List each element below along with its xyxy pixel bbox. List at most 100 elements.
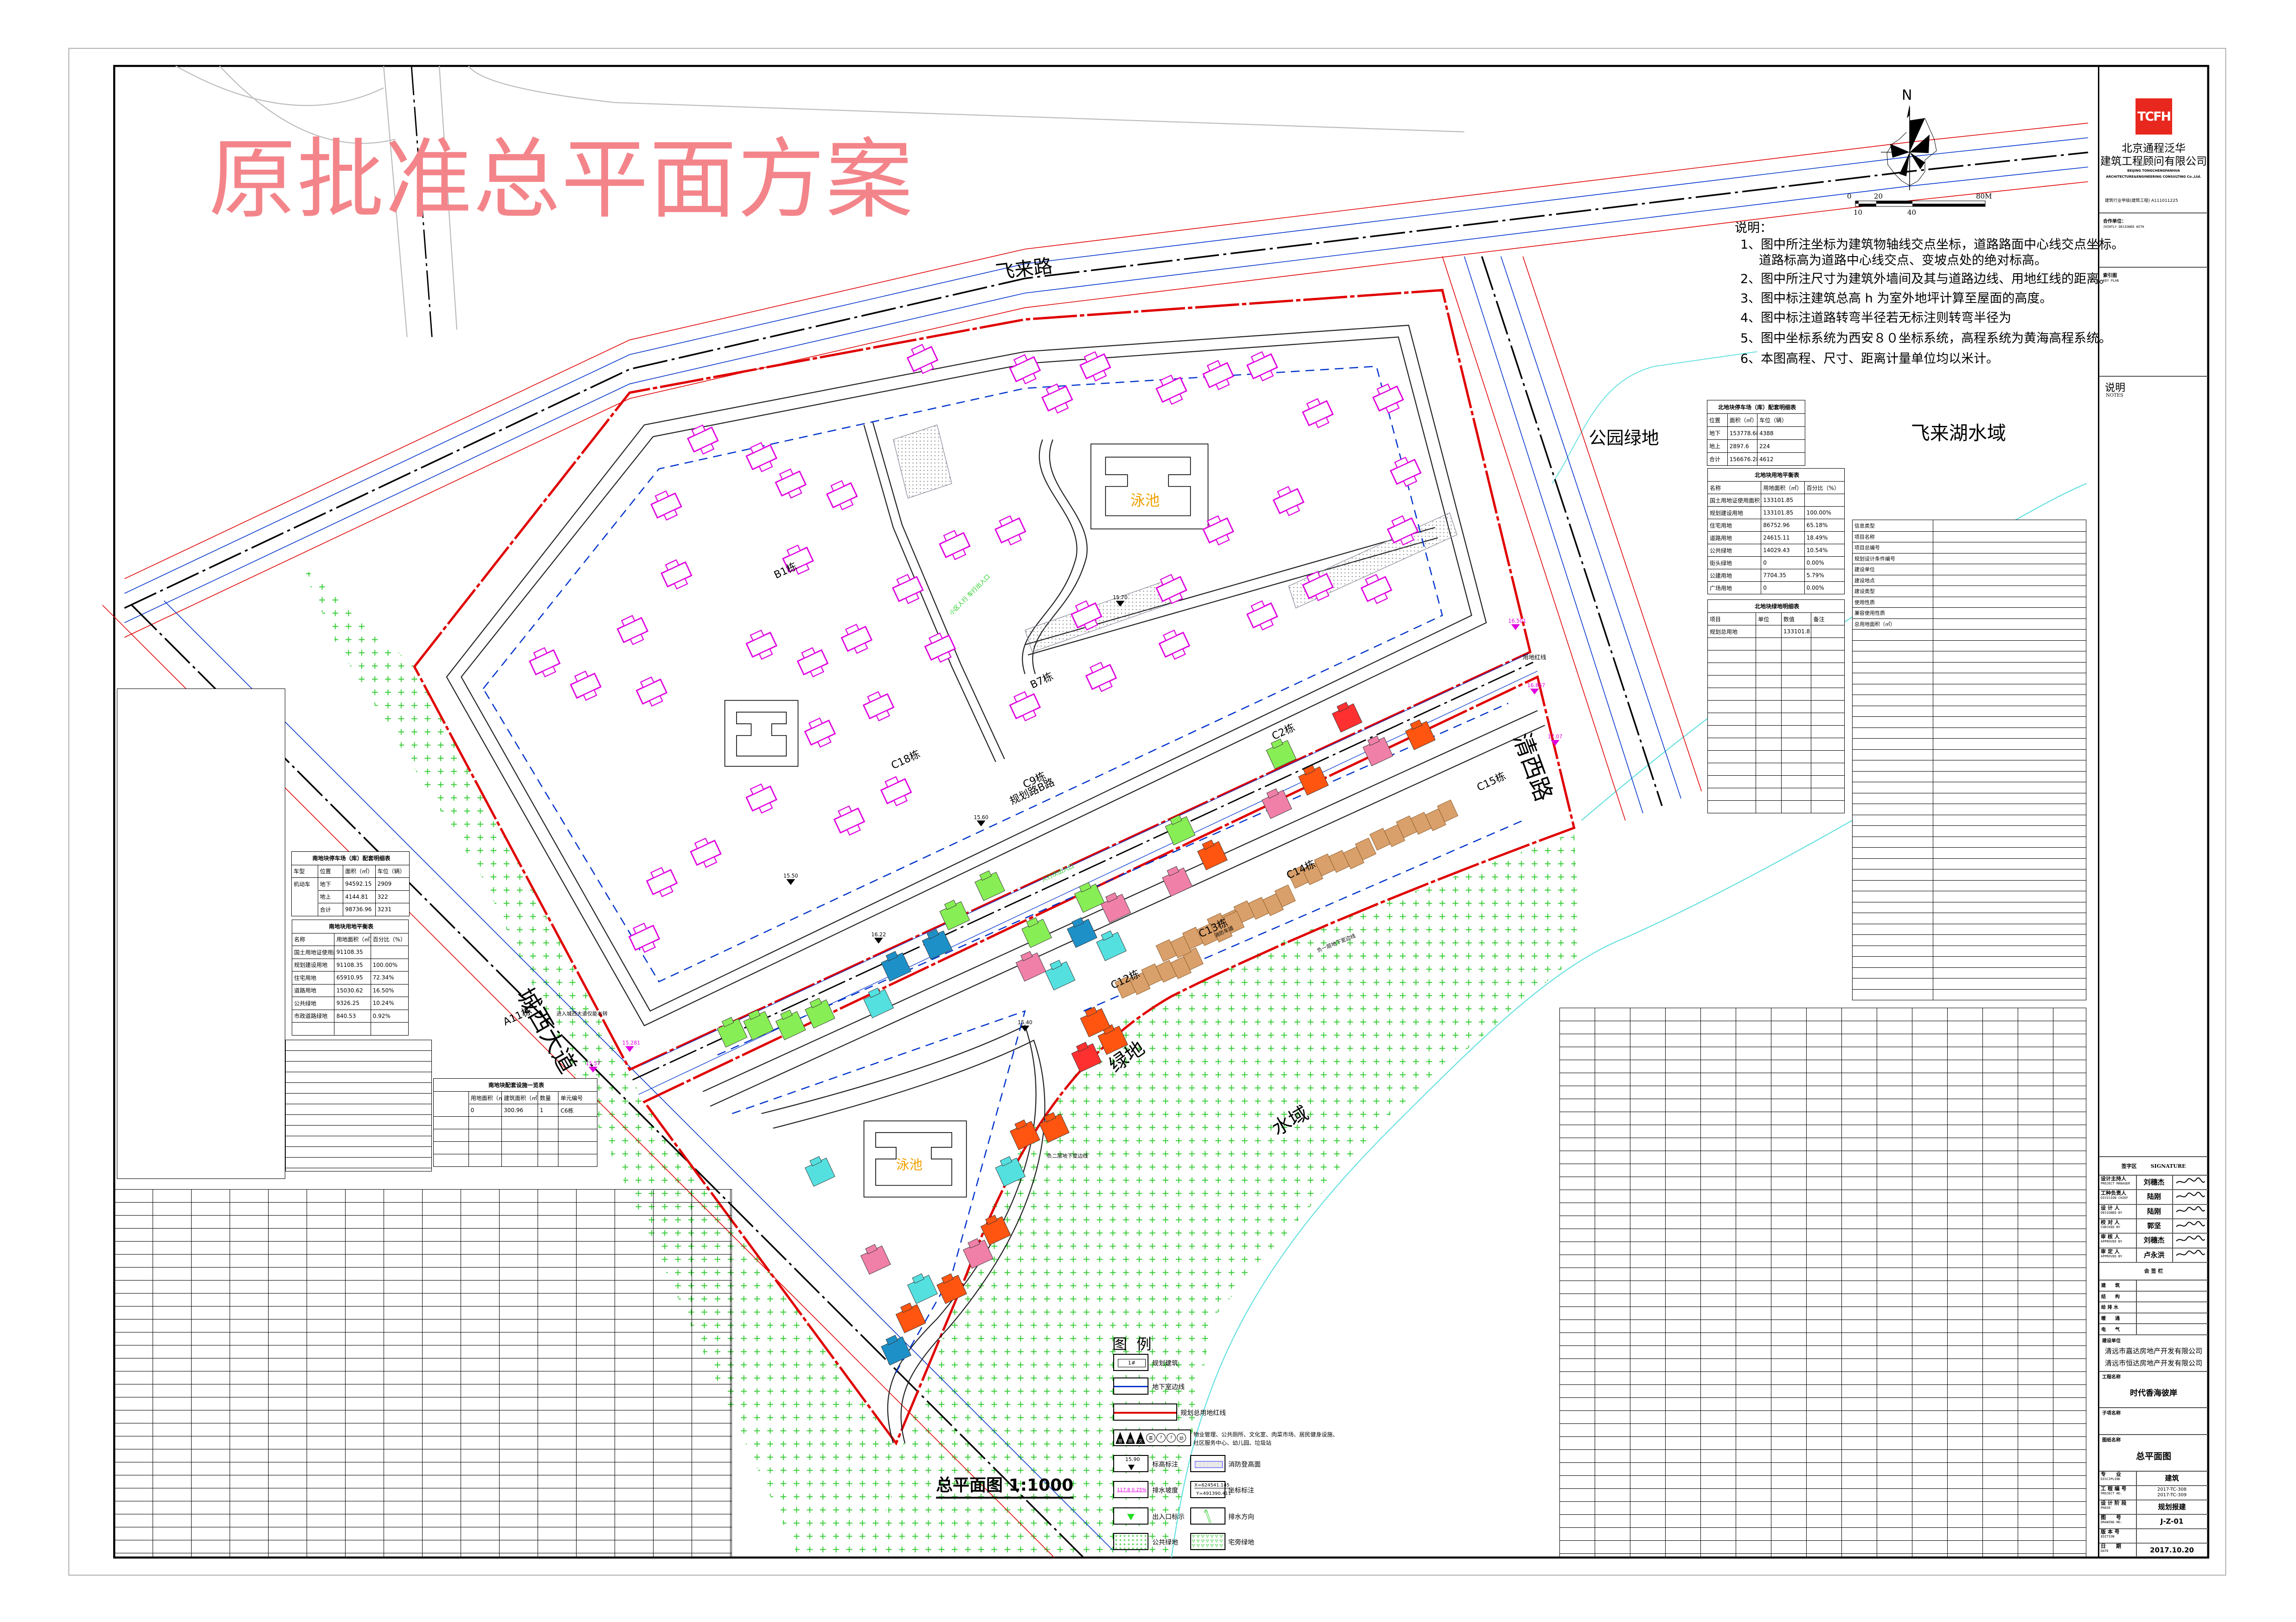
- table-cell: [1853, 934, 1934, 946]
- table-cell: [1804, 494, 1845, 506]
- table-cell: [1933, 989, 2086, 1000]
- table-cell: [434, 1116, 469, 1129]
- road-centerline-vertical: [410, 66, 433, 337]
- residential-tower: [804, 717, 836, 748]
- table-cell: 0: [1761, 581, 1805, 594]
- key-plan-label-en: KEY PLAN: [2103, 279, 2119, 283]
- residential-tower: [796, 647, 829, 678]
- residential-tower: [616, 615, 649, 645]
- residential-building: [1045, 959, 1076, 991]
- building-label: B1栋: [772, 560, 799, 581]
- divider: [2099, 1471, 2208, 1472]
- table-cell: [1756, 688, 1782, 700]
- table-cell: [1756, 788, 1782, 800]
- client-name: 清远市嘉达房地产开发有限公司: [2104, 1346, 2202, 1355]
- table-cell: [1933, 967, 2086, 978]
- scale-label: 20: [1874, 192, 1883, 200]
- divider: [2099, 1514, 2208, 1515]
- table-cell: [1708, 738, 1757, 750]
- building-label: B7栋: [1028, 670, 1055, 691]
- role-en: CHECKED BY: [2101, 1225, 2121, 1229]
- table-cell: 地下: [318, 877, 344, 890]
- residential-building: [1015, 951, 1046, 982]
- table-cell: 0.00%: [1804, 581, 1845, 594]
- table-cell: 兼容使用性质: [1853, 607, 1934, 618]
- table-header: 名称: [292, 933, 335, 946]
- table-cell: 2909: [375, 877, 410, 890]
- legend-entrance-swatch: [1113, 1507, 1148, 1525]
- facility-triangle-icon: 厕: [1126, 1432, 1135, 1444]
- signature-label-en: SIGNATURE: [2150, 1163, 2186, 1169]
- table-cell: [1853, 716, 1934, 727]
- table-cell: 住宅用地: [292, 971, 335, 984]
- north-indicator-table: [117, 689, 285, 1179]
- field-value: 规划报建: [2158, 1503, 2186, 1511]
- drawing-name: 总平面图: [2136, 1451, 2171, 1461]
- company-logo: TCFH: [2136, 98, 2172, 135]
- scale-label: 80M: [1976, 192, 1992, 200]
- table-row: [1708, 725, 1844, 738]
- key-plan-label: 索引图: [2103, 273, 2117, 278]
- legend-public-green-swatch: [1113, 1533, 1148, 1550]
- residential-building: [1097, 1024, 1129, 1055]
- table-title: 北地块绿地明细表: [1754, 603, 1799, 610]
- signature-label: 签字区: [2121, 1163, 2137, 1169]
- table-cell: 322: [375, 890, 410, 903]
- table-row: [1853, 978, 2086, 989]
- table-row: [1708, 675, 1844, 688]
- slope-sample: 117.8 0.25%: [1117, 1487, 1147, 1493]
- table-cell: [1756, 625, 1782, 637]
- table-cell: 133101.85: [1761, 506, 1805, 519]
- table-header: 建筑面积（㎡）: [502, 1091, 538, 1104]
- table-cell: [558, 1116, 597, 1129]
- facility-circle-icon: ?: [1167, 1433, 1176, 1442]
- table-cell: [1933, 760, 2086, 771]
- table-cell: [1708, 713, 1757, 725]
- field-cn: 版 本 号: [2101, 1529, 2120, 1535]
- table-header: 单位: [1756, 612, 1782, 625]
- table-cell: 840.53: [334, 1009, 371, 1022]
- table-cell: [1708, 650, 1757, 663]
- table-cell: [1708, 763, 1757, 775]
- table-cell: [1933, 586, 2086, 597]
- elevation-marker: 17.07: [1548, 734, 1562, 746]
- road-label-feilai: 飞来路: [994, 255, 1054, 284]
- table-cell: 153778.68: [1727, 426, 1757, 439]
- field-en: DRAWING NO.: [2101, 1520, 2123, 1524]
- table-cell: [1781, 688, 1812, 700]
- signer-name: 陆刚: [2147, 1207, 2161, 1216]
- table-cell: [1933, 629, 2086, 640]
- table-cell: 4388: [1757, 426, 1805, 439]
- field-en: PHASE: [2101, 1506, 2111, 1510]
- building-label: C18栋: [889, 748, 922, 772]
- table-row: [1853, 880, 2086, 891]
- table-row: [1853, 760, 2086, 771]
- table-row: [1853, 847, 2086, 858]
- table-cell: [1933, 542, 2086, 553]
- residential-building: [995, 1156, 1026, 1187]
- notes-label-en: NOTES: [2106, 393, 2123, 398]
- legend-label: 规划总用地红线: [1180, 1410, 1226, 1417]
- table-cell: [1811, 713, 1844, 725]
- table-cell: 地下: [1707, 426, 1728, 439]
- divider: [2099, 1233, 2208, 1234]
- table-cell: [1708, 775, 1757, 788]
- residential-tower: [1085, 662, 1117, 692]
- table-cell: [1811, 800, 1844, 813]
- legend-redline-swatch: [1113, 1403, 1177, 1421]
- table-row: [1853, 771, 2086, 782]
- signature-header: 签字区 SIGNATURE: [2099, 1158, 2208, 1174]
